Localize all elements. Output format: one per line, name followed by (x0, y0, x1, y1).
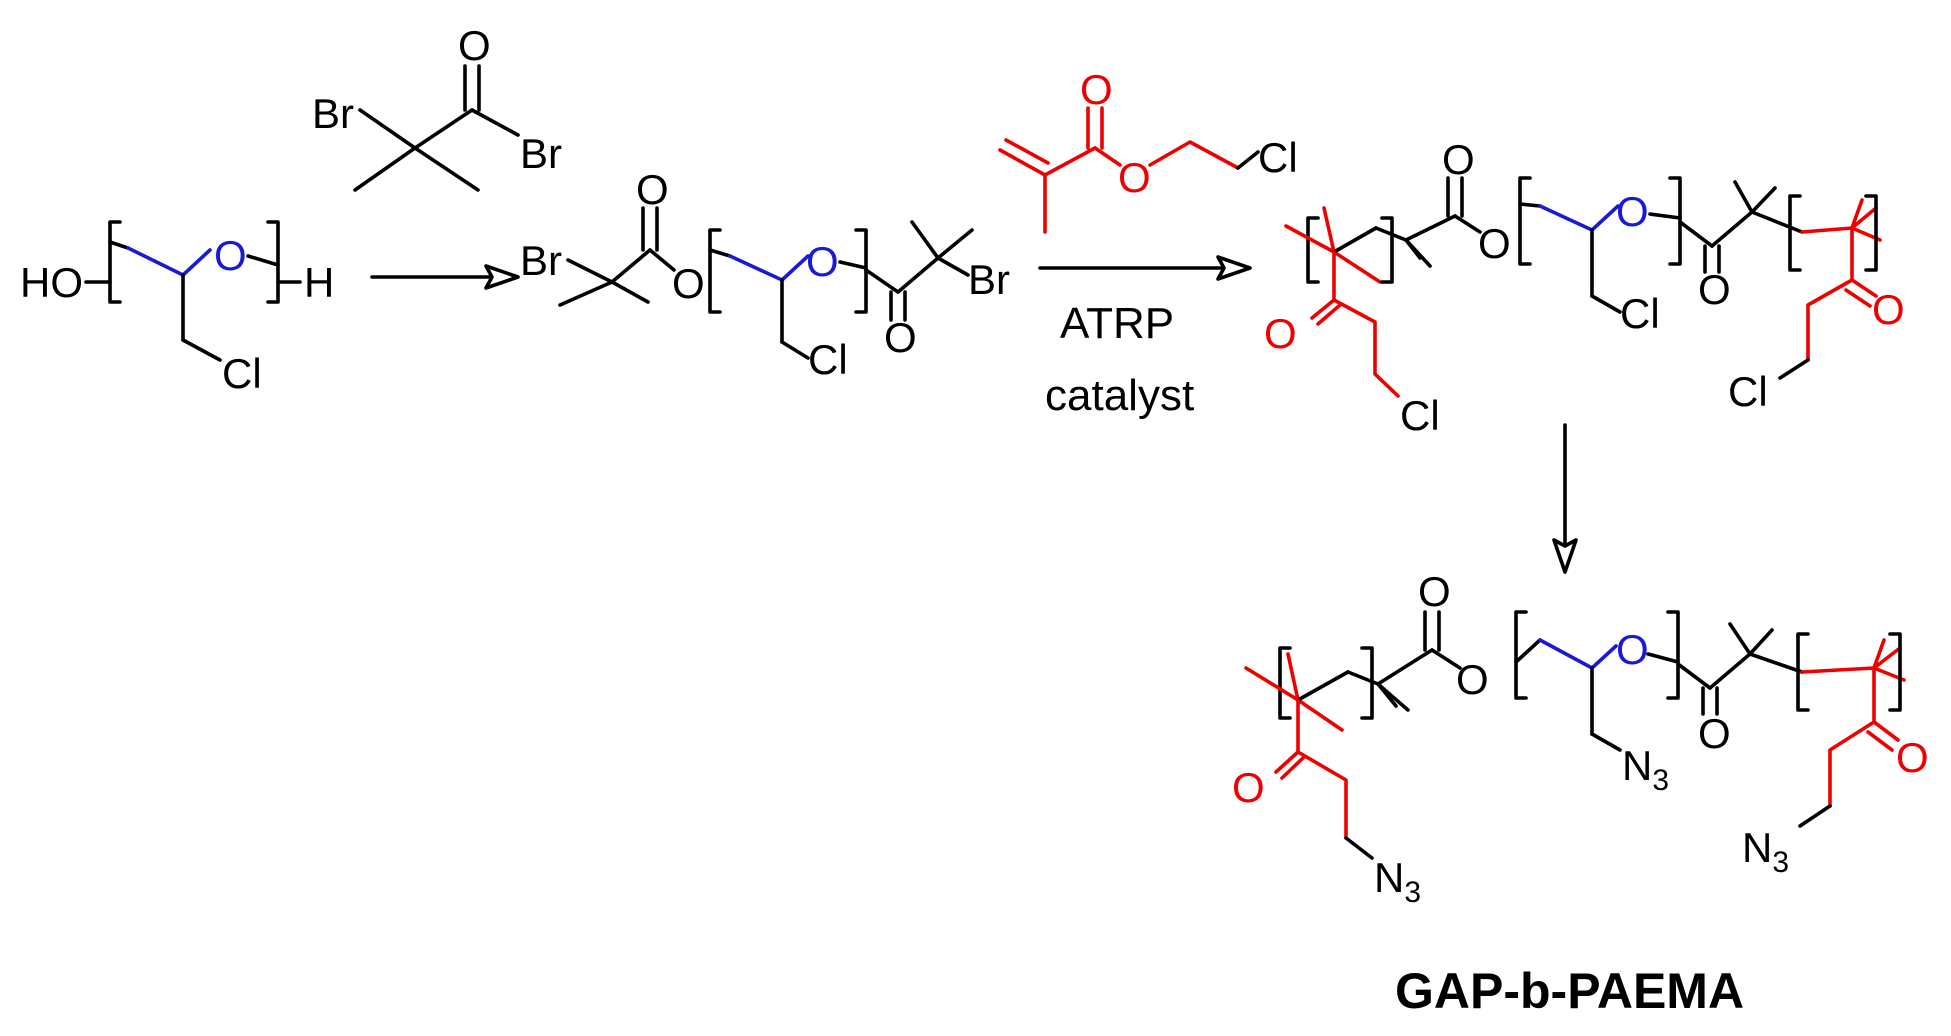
atom-o: O (672, 260, 705, 307)
azide-n: N (1742, 824, 1772, 871)
chloroethyl-methacrylate: O O Cl (998, 66, 1298, 234)
atom-n: N3 (1742, 824, 1789, 879)
azide-subscript: 3 (1652, 764, 1669, 797)
atom-o: O (1698, 266, 1731, 313)
atom-br: Br (520, 237, 562, 284)
atom-h: H (304, 259, 334, 306)
reaction-arrow-2: ATRP catalyst (1038, 255, 1252, 420)
atom-o: O (1264, 310, 1297, 357)
atom-cl: Cl (222, 350, 262, 397)
atom-o: O (214, 232, 247, 279)
arrow-label-atrp: ATRP (1060, 299, 1174, 348)
atom-o: O (806, 238, 839, 285)
atom-o: O (1456, 656, 1489, 703)
atom-o: O (1418, 568, 1451, 615)
azide-subscript: 3 (1404, 876, 1421, 909)
azide-subscript: 3 (1772, 846, 1789, 879)
atom-o: O (1478, 220, 1511, 267)
atom-cl: Cl (808, 336, 848, 383)
atom-cl: Cl (1620, 290, 1660, 337)
atom-o: O (1698, 710, 1731, 757)
arrow-label-catalyst: catalyst (1045, 371, 1194, 420)
atom-o: O (1896, 734, 1929, 781)
atom-ho: HO (20, 259, 83, 306)
azide-n: N (1622, 742, 1652, 789)
gap-b-paema: O N3 O O O N3 O (1232, 568, 1929, 909)
atom-o: O (1232, 764, 1265, 811)
atom-o: O (1118, 154, 1151, 201)
atom-n: N3 (1622, 742, 1669, 797)
macroinitiator: Br O O O Cl O Br (520, 166, 1010, 383)
reaction-arrow-1 (370, 264, 520, 290)
atom-br: Br (968, 256, 1010, 303)
atom-cl: Cl (1400, 392, 1440, 439)
atom-o: O (1872, 286, 1905, 333)
atom-o: O (1080, 66, 1113, 113)
atom-o: O (1442, 136, 1475, 183)
bromoisobutyryl-bromide: Br O Br (312, 22, 562, 192)
pech-polymer: HO O H Cl (20, 220, 334, 397)
atom-o: O (1616, 626, 1649, 673)
atom-cl: Cl (1728, 368, 1768, 415)
atom-n: N3 (1374, 854, 1421, 909)
product-name: GAP-b-PAEMA (1395, 963, 1744, 1019)
atom-cl: Cl (1258, 134, 1298, 181)
pech-b-pcema: O Cl O O O Cl O (1264, 136, 1905, 439)
reaction-arrow-3 (1552, 423, 1578, 574)
atom-o: O (1616, 188, 1649, 235)
atom-o: O (636, 166, 669, 213)
atom-o: O (458, 22, 491, 69)
azide-n: N (1374, 854, 1404, 901)
atom-br: Br (520, 130, 562, 177)
atom-o: O (884, 314, 917, 361)
atom-br: Br (312, 90, 354, 137)
